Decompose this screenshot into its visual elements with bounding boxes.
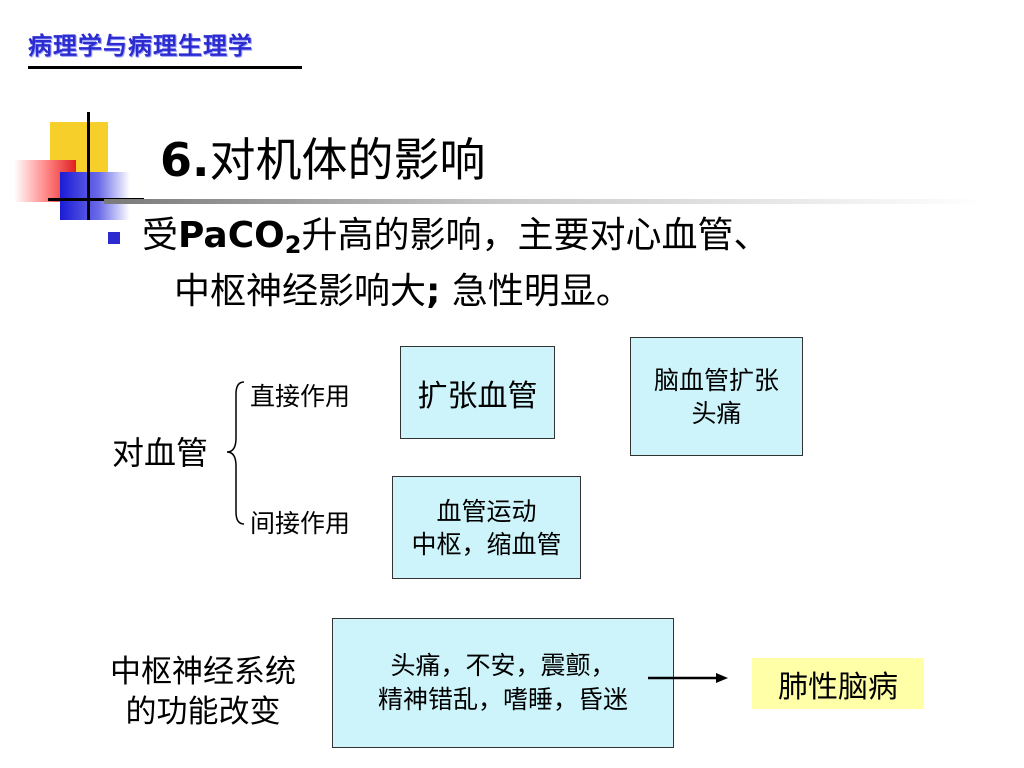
bullet-line-2: 中枢神经影响大; 急性明显。 bbox=[174, 266, 632, 318]
cns-label-line2: 的功能改变 bbox=[125, 694, 281, 730]
symptoms-line1: 头痛，不安，震颤， bbox=[390, 651, 616, 680]
header-underline bbox=[28, 66, 302, 69]
vasodilation-box: 扩张血管 bbox=[400, 346, 555, 439]
decor-blue-square bbox=[60, 172, 130, 220]
decor-horizontal-line bbox=[48, 198, 144, 201]
bullet-paco: PaCO bbox=[178, 215, 285, 256]
decor-vertical-line bbox=[87, 112, 90, 220]
slide-title-number: 6. bbox=[160, 133, 210, 187]
vasodilation-text: 扩张血管 bbox=[417, 378, 538, 414]
vasoconstriction-text: 中枢，缩血管 bbox=[411, 529, 562, 559]
bullet-line-1: 受PaCO2升高的影响，主要对心血管、 bbox=[142, 210, 769, 271]
cerebral-vasodilation-text: 脑血管扩张 bbox=[653, 365, 779, 395]
bullet-text-prefix: 受 bbox=[142, 215, 179, 256]
slide-title: 6.对机体的影响 bbox=[160, 124, 485, 190]
vasomotor-text: 血管运动 bbox=[436, 496, 537, 526]
cns-label-line1: 中枢神经系统 bbox=[110, 654, 296, 690]
cerebral-vasodilation-box: 脑血管扩张 头痛 bbox=[630, 337, 803, 456]
indirect-effect-label: 间接作用 bbox=[250, 509, 351, 538]
course-title: 病理学与病理生理学 bbox=[28, 32, 253, 60]
vasomotor-center-box: 血管运动 中枢，缩血管 bbox=[392, 476, 581, 579]
title-rule bbox=[104, 199, 984, 204]
cns-symptoms-box: 头痛，不安，震颤， 精神错乱，嗜睡，昏迷 bbox=[332, 618, 674, 748]
bullet-line2-semicolon: ; bbox=[426, 271, 441, 312]
bullet-text-rest: 升高的影响，主要对心血管、 bbox=[301, 215, 770, 256]
cns-label: 中枢神经系统 的功能改变 bbox=[92, 652, 314, 732]
pulmonary-encephalopathy-box: 肺性脑病 bbox=[752, 658, 924, 709]
symptoms-line2: 精神错乱，嗜睡，昏迷 bbox=[377, 685, 628, 714]
direct-effect-label: 直接作用 bbox=[250, 382, 351, 411]
headache-text: 头痛 bbox=[691, 398, 742, 428]
bullet-marker bbox=[108, 232, 120, 244]
pulmonary-encephalopathy-text: 肺性脑病 bbox=[778, 669, 898, 705]
vascular-label: 对血管 bbox=[112, 434, 209, 472]
arrow-icon bbox=[648, 673, 728, 683]
slide-title-text: 对机体的影响 bbox=[209, 133, 486, 187]
brace-bracket bbox=[226, 381, 245, 525]
bullet-paco-subscript: 2 bbox=[284, 231, 302, 259]
bullet-line2-text: 中枢神经影响大 bbox=[174, 271, 427, 312]
bullet-line2-tail: 急性明显。 bbox=[440, 271, 632, 312]
